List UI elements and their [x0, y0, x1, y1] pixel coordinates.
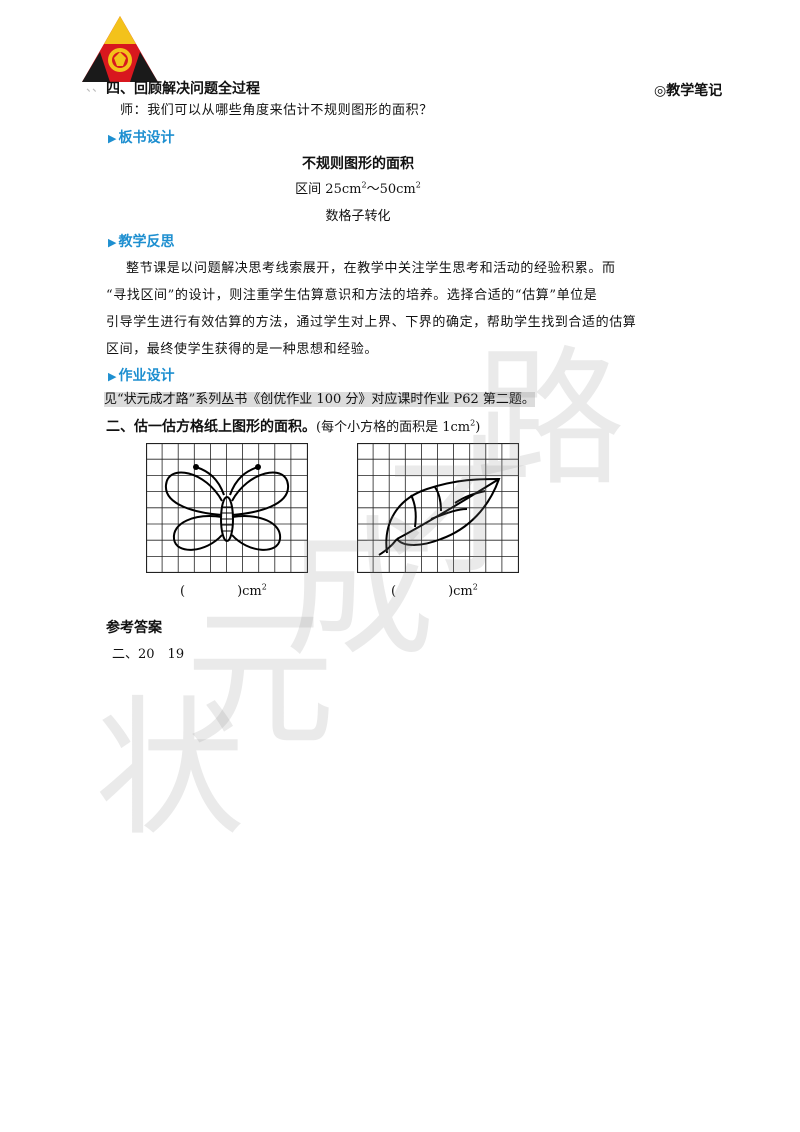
board-range: 区间 25cm2～50cm2 [0, 178, 716, 197]
blank-sup-2: 2 [472, 582, 478, 592]
reflection-tag: ▶教学反思 [108, 231, 174, 251]
butterfly-icon [146, 443, 308, 573]
board-design-tag: ▶板书设计 [108, 127, 174, 147]
homework-text: 见“状元成才路”系列丛书《创优作业 100 分》对应课时作业 P62 第二题。 [104, 388, 535, 407]
header-dots: 、、 [86, 80, 105, 94]
logo [80, 14, 160, 84]
board-design-label: 板书设计 [118, 130, 175, 146]
butterfly-grid [146, 443, 308, 573]
exercise-note-end: ) [475, 420, 481, 435]
section-title: 四、回顾解决问题全过程 [106, 81, 260, 97]
leaf-grid [357, 443, 519, 573]
blank-text-1: ( )cm [180, 584, 262, 599]
exercise-title: 二、估一估方格纸上图形的面积。 [106, 419, 316, 435]
triangle-icon: ▶ [108, 132, 117, 145]
exercise-note: (每个小方格的面积是 1cm [316, 420, 471, 435]
board-title: 不规则图形的面积 [302, 156, 414, 172]
leaf-answer-blank: ( )cm2 [391, 580, 478, 599]
range-prefix: 区间 25cm [295, 182, 362, 197]
board-method: 数格子转化 [325, 209, 391, 224]
watermark-char: 状 [95, 683, 246, 857]
blank-text-2: ( )cm [391, 584, 473, 599]
answers-text: 二、20 19 [112, 647, 185, 662]
exercise-note-sup: 2 [470, 418, 476, 428]
homework-label: 作业设计 [118, 368, 175, 384]
answers-title: 参考答案 [106, 620, 162, 636]
reflection-line-2: “寻找区间”的设计，则注重学生估算意识和方法的培养。选择合适的“估算”单位是 [106, 288, 598, 303]
homework-text-content: 见“状元成才路”系列丛书《创优作业 100 分》对应课时作业 P62 第二题。 [104, 392, 535, 407]
range-sup-1: 2 [361, 180, 367, 190]
leaf-icon [357, 443, 519, 573]
reflection-line-1: 整节课是以问题解决思考线索展开，在教学中关注学生思考和活动的经验积累。而 [126, 261, 616, 276]
triangle-icon: ▶ [108, 370, 117, 383]
triangle-icon: ▶ [108, 236, 117, 249]
exercise-title-row: 二、估一估方格纸上图形的面积。(每个小方格的面积是 1cm2) [106, 416, 480, 436]
reflection-label: 教学反思 [118, 234, 175, 250]
range-mid: ～50cm [366, 182, 416, 197]
blank-sup-1: 2 [261, 582, 267, 592]
teacher-question: 师：我们可以从哪些角度来估计不规则图形的面积？ [120, 103, 433, 118]
range-sup-2: 2 [415, 180, 421, 190]
reflection-line-4: 区间，最终使学生获得的是一种思想和经验。 [106, 342, 379, 357]
homework-tag: ▶作业设计 [108, 365, 174, 385]
reflection-line-3: 引导学生进行有效估算的方法，通过学生对上界、下界的确定，帮助学生找到合适的估算 [106, 315, 637, 330]
teaching-notes-label: ◎教学笔记 [654, 83, 723, 99]
butterfly-answer-blank: ( )cm2 [180, 580, 267, 599]
